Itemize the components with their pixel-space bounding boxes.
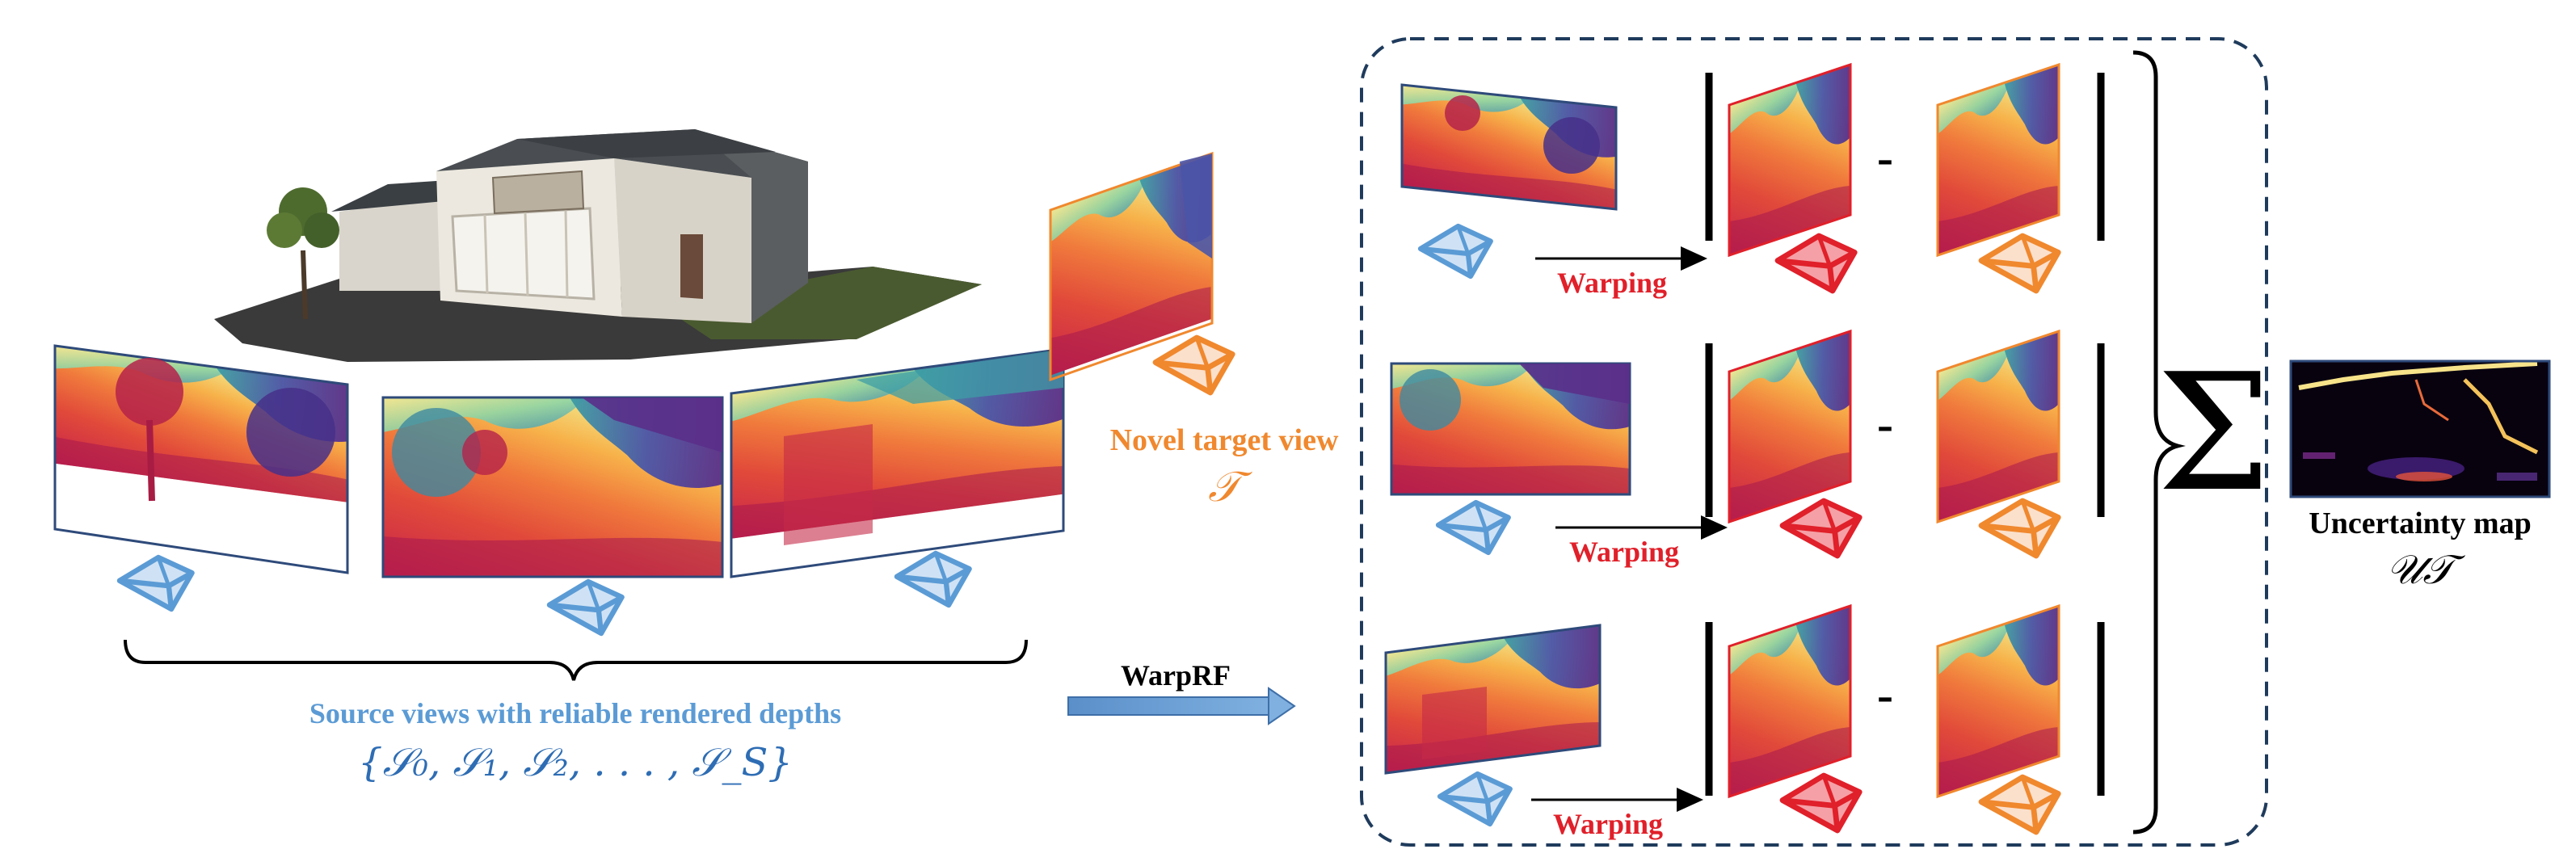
sum-symbol: Σ (2157, 339, 2271, 528)
warping-label-3: Warping (1553, 808, 1663, 840)
camera-frustum-orange-icon (1981, 501, 2058, 556)
method-label: WarpRF (1121, 659, 1231, 692)
camera-frustum-blue-icon (1438, 502, 1509, 553)
camera-frustum-blue-icon (1440, 774, 1510, 824)
row-1: Warping - (1400, 62, 2105, 299)
row-2-target-depth (1936, 329, 2060, 524)
camera-frustum-orange-icon (1981, 777, 2058, 832)
source-brace (124, 639, 1028, 681)
warprf-pipeline-box (1360, 37, 2268, 847)
camera-frustum-red-icon (1783, 501, 1859, 556)
camera-frustum-blue-icon (120, 557, 192, 609)
row-2: Warping - (1390, 329, 2105, 568)
warprf-arrow (1067, 687, 1296, 725)
row-3-source-depth (1384, 624, 1602, 775)
row-3: Warping - (1384, 603, 2105, 840)
row-1-warped-depth (1728, 62, 1852, 258)
camera-frustum-orange-icon (1155, 338, 1232, 393)
row-3-warped-depth (1728, 603, 1852, 799)
source-views-label: Source views with reliable rendered dept… (309, 697, 841, 729)
uncertainty-symbol: 𝒰𝒯 (2386, 546, 2465, 593)
warping-label-2: Warping (1569, 536, 1679, 568)
camera-frustum-blue-icon (1421, 226, 1491, 276)
camera-frustum-red-icon (1778, 236, 1854, 291)
target-symbol: 𝒯 (1208, 463, 1252, 511)
house-3d-reconstruction-icon (214, 129, 982, 362)
minus-sign-1: - (1877, 131, 1893, 184)
uncertainty-map-image (2289, 359, 2551, 498)
row-3-target-depth (1936, 603, 2060, 799)
uncertainty-label: Uncertainty map (2309, 507, 2531, 540)
source-depth-view-0 (53, 344, 349, 574)
source-depth-view-1 (381, 396, 724, 578)
target-view-label: Novel target view (1110, 423, 1339, 457)
row-1-target-depth (1936, 62, 2060, 258)
camera-frustum-red-icon (1783, 776, 1859, 830)
minus-sign-3: - (1877, 668, 1893, 721)
camera-frustum-orange-icon (1981, 236, 2058, 291)
minus-sign-2: - (1877, 397, 1893, 451)
camera-frustum-blue-icon (549, 582, 622, 633)
row-2-warped-depth (1728, 329, 1852, 524)
warping-label-1: Warping (1557, 267, 1667, 299)
sum-brace (2132, 50, 2186, 834)
camera-frustum-blue-icon (897, 553, 970, 605)
source-depth-view-2 (730, 347, 1065, 578)
source-set-symbol: {𝒮₀, 𝒮₁, 𝒮₂, . . . , 𝒮_S} (358, 740, 793, 785)
row-2-source-depth (1390, 362, 1631, 496)
novel-target-depth-view (1049, 151, 1214, 382)
row-1-source-depth (1400, 83, 1618, 211)
